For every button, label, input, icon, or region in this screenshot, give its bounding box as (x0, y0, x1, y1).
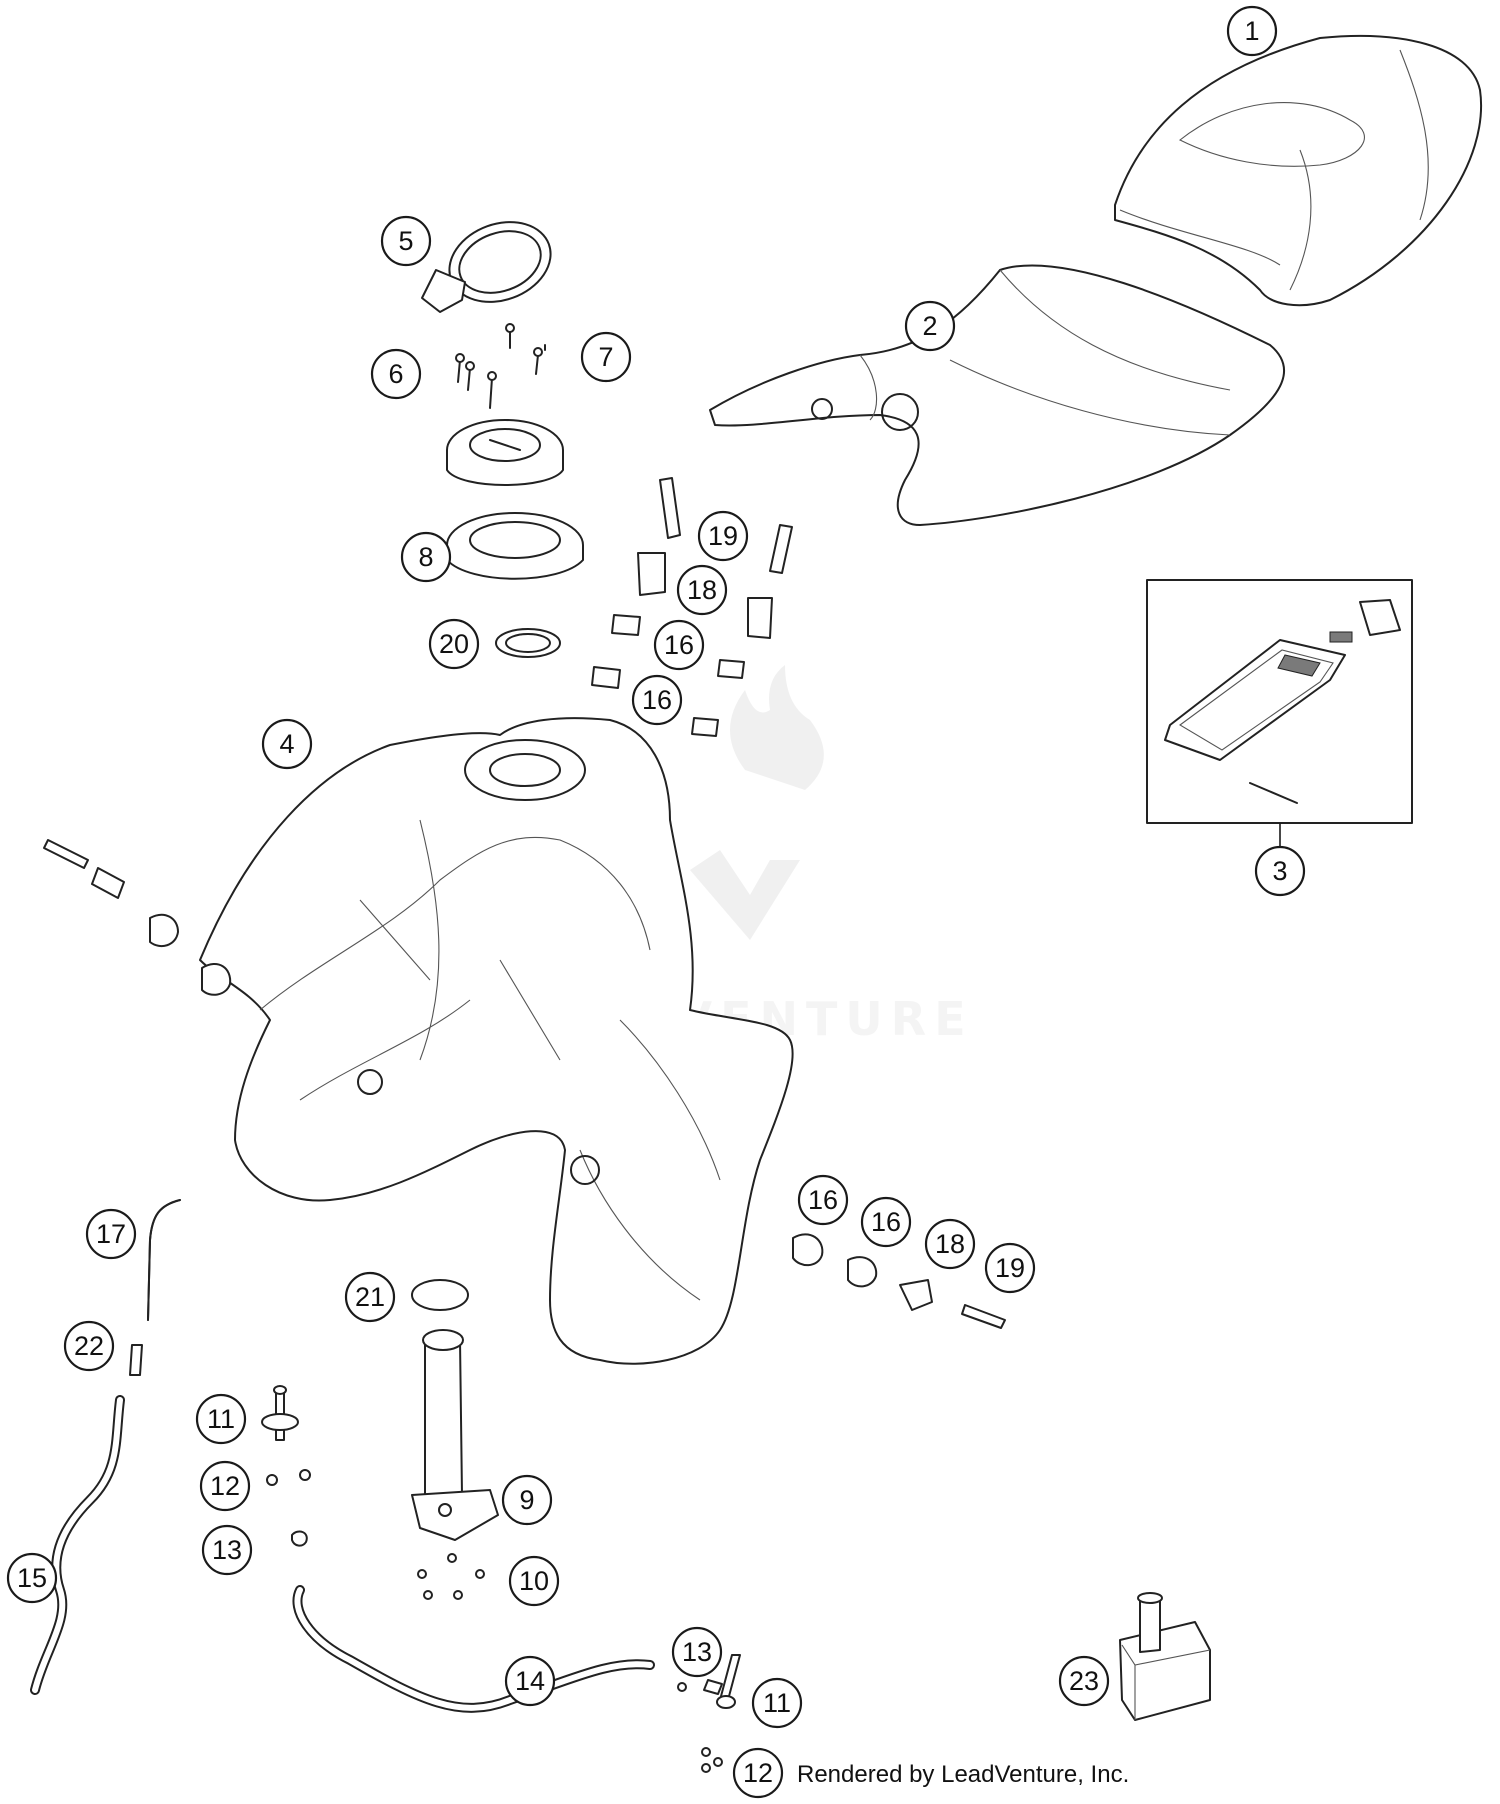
rear-seat (1114, 35, 1483, 307)
callout-16-upper-a-label: 16 (664, 630, 694, 660)
callout-11-lower-label: 11 (763, 1688, 791, 1718)
filler-cap-screws (455, 323, 546, 409)
callout-13-upper-label: 13 (212, 1535, 242, 1565)
callout-13-lower[interactable]: 13 (671, 1626, 723, 1678)
callout-6-label: 6 (388, 359, 403, 389)
callout-18-upper[interactable]: 18 (676, 564, 728, 616)
callout-1[interactable]: 1 (1226, 5, 1278, 57)
callout-5-label: 5 (398, 226, 413, 256)
callout-23[interactable]: 23 (1058, 1655, 1110, 1707)
breather-hose-long (30, 1395, 125, 1695)
tank-mount-bolt-left (43, 839, 232, 996)
callout-11-lower[interactable]: 11 (751, 1677, 803, 1729)
callout-17[interactable]: 17 (85, 1208, 137, 1260)
callout-14-label: 14 (515, 1666, 545, 1696)
fuel-pump (411, 1329, 499, 1541)
callout-2-label: 2 (922, 311, 937, 341)
inline-filter (129, 1344, 143, 1376)
callout-18-lower-label: 18 (935, 1229, 965, 1259)
callout-11-upper[interactable]: 11 (195, 1393, 247, 1445)
callout-19-lower[interactable]: 19 (984, 1242, 1036, 1294)
callout-7[interactable]: 7 (580, 331, 632, 383)
callout-16-upper-b-label: 16 (642, 685, 672, 715)
fuel-cap-base (446, 512, 584, 580)
callout-3[interactable]: 3 (1254, 845, 1306, 897)
callout-21[interactable]: 21 (344, 1271, 396, 1323)
callout-1-label: 1 (1244, 16, 1259, 46)
tank-mount-bolt-right (792, 1233, 1006, 1329)
front-seat (709, 264, 1286, 526)
callout-19-lower-label: 19 (995, 1253, 1025, 1283)
callout-22-label: 22 (74, 1331, 104, 1361)
callout-18-upper-label: 18 (687, 575, 717, 605)
callout-2[interactable]: 2 (904, 300, 956, 352)
callout-16-upper-b[interactable]: 16 (631, 674, 683, 726)
render-credit: Rendered by LeadVenture, Inc. (797, 1761, 1129, 1788)
filler-gasket (495, 628, 561, 658)
callout-19-upper-label: 19 (708, 521, 738, 551)
callout-16-lower-a[interactable]: 16 (797, 1174, 849, 1226)
kit-box (1146, 579, 1413, 824)
callout-4-label: 4 (279, 729, 294, 759)
callout-18-lower[interactable]: 18 (924, 1218, 976, 1270)
pump-o-ring (411, 1279, 469, 1311)
callout-4[interactable]: 4 (261, 718, 313, 770)
callout-3-label: 3 (1272, 856, 1287, 886)
callout-20-label: 20 (439, 629, 469, 659)
fuel-tap-lower (703, 1654, 741, 1709)
callout-12-lower[interactable]: 12 (732, 1747, 784, 1799)
callout-12-lower-label: 12 (743, 1758, 773, 1788)
callout-8-label: 8 (418, 542, 433, 572)
breather-hose-short (147, 1199, 181, 1321)
fuel-cap (446, 419, 564, 486)
fuel-tap-upper (261, 1385, 299, 1441)
callout-16-lower-a-label: 16 (808, 1185, 838, 1215)
callout-9-label: 9 (519, 1485, 534, 1515)
callout-8[interactable]: 8 (400, 531, 452, 583)
charcoal-canister (1119, 1592, 1211, 1721)
fuel-hose (292, 1585, 655, 1713)
callout-23-label: 23 (1069, 1666, 1099, 1696)
upper-mount-bushings (591, 477, 793, 737)
callout-14[interactable]: 14 (504, 1655, 556, 1707)
callout-12-upper-label: 12 (210, 1471, 240, 1501)
callout-13-lower-label: 13 (682, 1637, 712, 1667)
callout-19-upper[interactable]: 19 (697, 510, 749, 562)
callout-6[interactable]: 6 (370, 348, 422, 400)
callout-17-label: 17 (96, 1219, 126, 1249)
callout-22[interactable]: 22 (63, 1320, 115, 1372)
callout-20[interactable]: 20 (428, 618, 480, 670)
callout-11-upper-label: 11 (207, 1404, 235, 1434)
callout-21-label: 21 (355, 1282, 385, 1312)
tap-screws-lower (677, 1682, 723, 1773)
callout-15[interactable]: 15 (6, 1552, 58, 1604)
callout-10-label: 10 (519, 1566, 549, 1596)
callout-7-label: 7 (598, 342, 613, 372)
callout-group: 1 2 3 4 5 6 7 8 9 10 11 11 12 12 13 13 1… (6, 5, 1306, 1799)
callout-16-lower-b[interactable]: 16 (860, 1196, 912, 1248)
callout-13-upper[interactable]: 13 (201, 1524, 253, 1576)
callout-16-lower-b-label: 16 (871, 1207, 901, 1237)
callout-15-label: 15 (17, 1563, 47, 1593)
tank-filler-ring (421, 221, 552, 313)
callout-16-upper-a[interactable]: 16 (653, 619, 705, 671)
pump-screws (417, 1553, 485, 1600)
fuel-tank (199, 717, 794, 1365)
callout-9[interactable]: 9 (501, 1474, 553, 1526)
callout-5[interactable]: 5 (380, 215, 432, 267)
callout-10[interactable]: 10 (508, 1555, 560, 1607)
tap-screws-upper (266, 1469, 311, 1547)
callout-12-upper[interactable]: 12 (199, 1460, 251, 1512)
